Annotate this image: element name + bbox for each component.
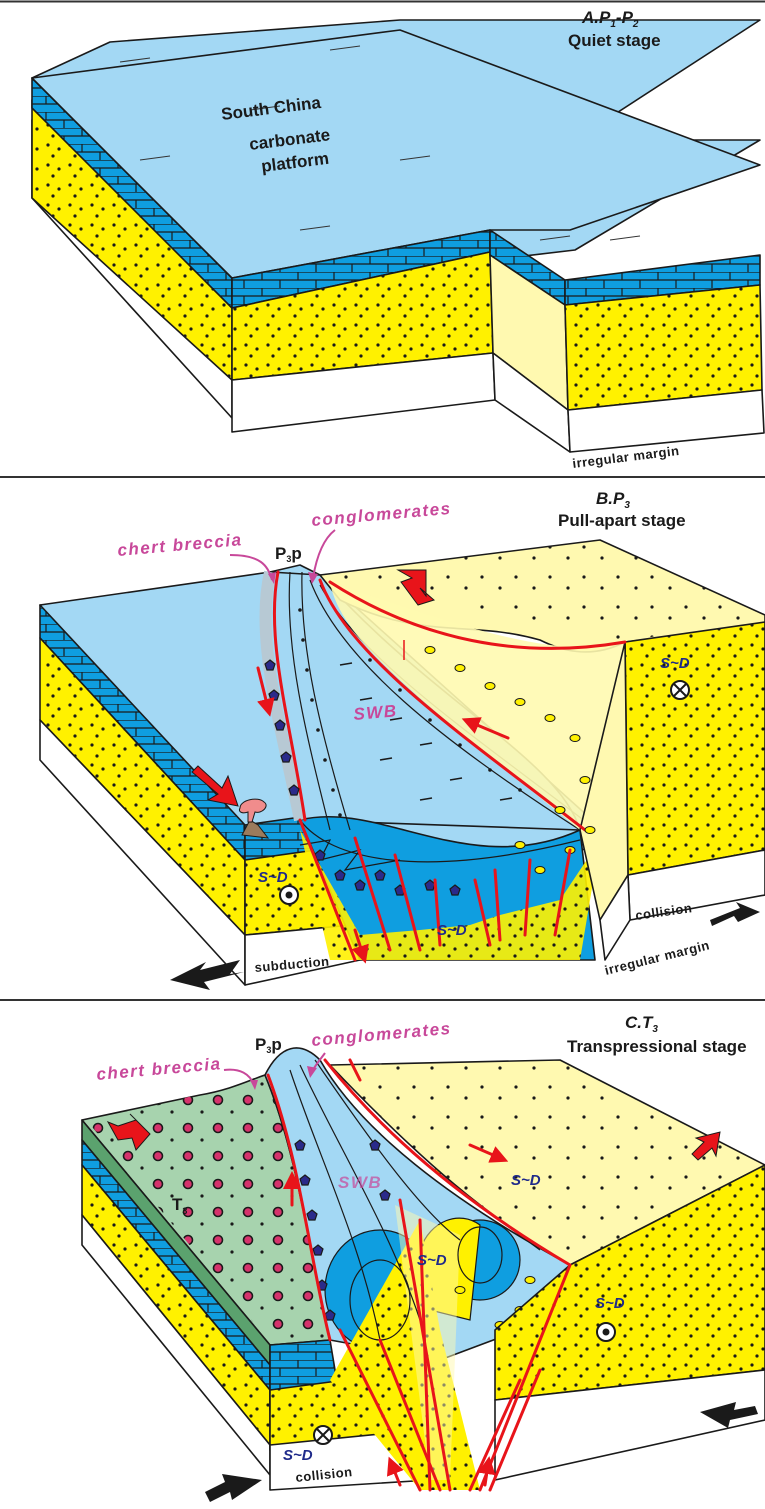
- subduction-label: subduction: [254, 954, 330, 975]
- extension-arrow: [396, 569, 436, 606]
- t3-label: T3: [172, 1195, 187, 1216]
- sd-label-right: S~D: [660, 655, 690, 672]
- p3p-label-c: P3p: [255, 1035, 282, 1055]
- chert-breccia-label-c: chert breccia: [96, 1054, 223, 1084]
- panel-a: A.P1-P2 Quiet stage South China carbonat…: [31, 8, 765, 471]
- sd-label-left-c: S~D: [283, 1447, 313, 1464]
- plate-arrow-right-c: [700, 1402, 758, 1428]
- panel-c: C.T3 Transpressional stage chert breccia…: [81, 1013, 765, 1502]
- conglomerates-label: conglomerates: [311, 499, 453, 530]
- panel-c-title: C.T3: [625, 1013, 658, 1035]
- panel-b: B.P3 Pull-apart stage chert breccia cong…: [39, 489, 765, 990]
- into-page-symbol-c: [313, 1425, 333, 1445]
- panel-b-stage: Pull-apart stage: [558, 511, 686, 530]
- panel-a-title: A.P1-P2: [581, 8, 639, 30]
- p3p-label: P3p: [275, 544, 302, 564]
- margin-label-b: irregular margin: [603, 937, 711, 978]
- chert-breccia-label: chert breccia: [117, 530, 244, 560]
- plate-arrow-right: [710, 902, 760, 926]
- collision-label-c: collision: [295, 1464, 353, 1485]
- transpression-arrow-right: [691, 1131, 721, 1161]
- panel-c-stage: Transpressional stage: [567, 1037, 747, 1056]
- swb-label-c: SWB: [338, 1173, 382, 1192]
- plate-arrow-left: [170, 960, 244, 990]
- plate-arrow-left-c: [205, 1474, 262, 1502]
- sd-label-center-c: S~D: [417, 1252, 447, 1269]
- compression-arrow: [191, 765, 239, 807]
- swb-label: SWB: [353, 701, 399, 724]
- sd-label-right-c: S~D: [595, 1295, 625, 1312]
- into-page-symbol: [670, 680, 690, 700]
- sd-label-top-c: S~D: [511, 1172, 541, 1189]
- transpression-arrow-left: [106, 1113, 151, 1151]
- out-of-page-symbol: [279, 885, 299, 905]
- sd-label-left: S~D: [258, 869, 288, 886]
- sd-label-bottom: S~D: [437, 922, 467, 939]
- conglomerates-label-c: conglomerates: [311, 1019, 453, 1050]
- panel-b-title: B.P3: [596, 489, 630, 511]
- out-of-page-symbol-c: [596, 1322, 616, 1342]
- right-basement: [567, 389, 765, 453]
- volcano-icon: [241, 819, 270, 839]
- panel-a-stage: Quiet stage: [568, 31, 661, 50]
